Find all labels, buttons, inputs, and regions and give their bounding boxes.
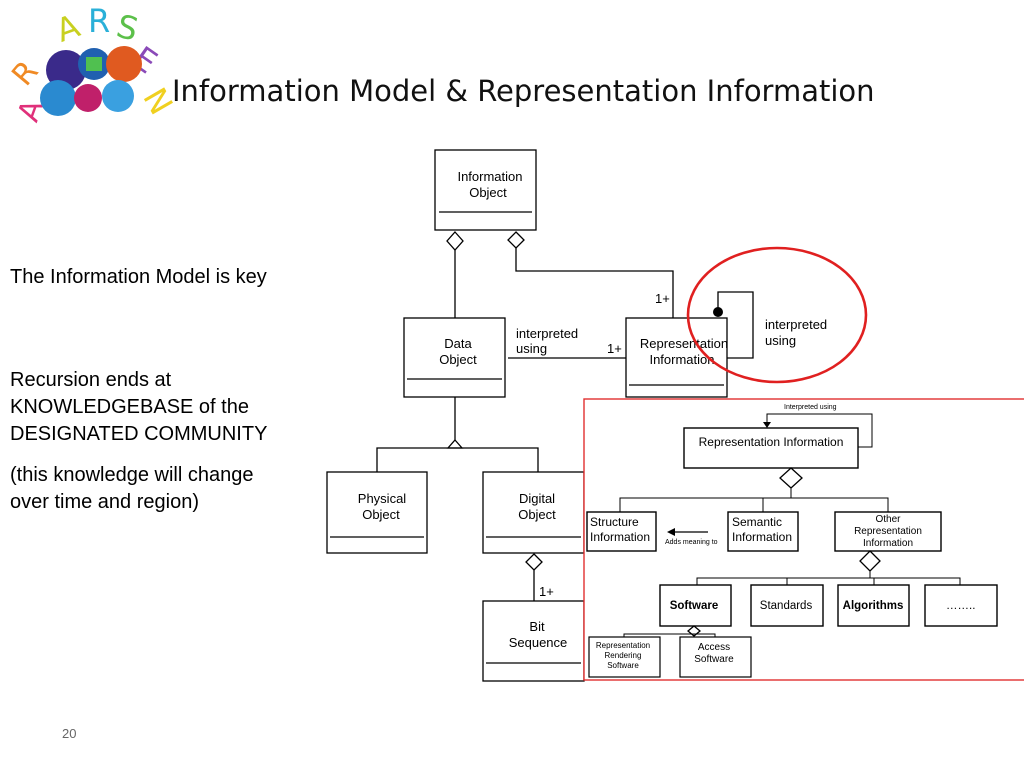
info-object-label-1: Information: [457, 169, 522, 184]
interpreted-using-self-2: using: [765, 333, 796, 348]
physical-object-box: Physical Object: [326, 471, 428, 554]
multiplicity-bits: 1+: [539, 584, 554, 599]
bit-sequence-box: Bit Sequence: [482, 600, 585, 682]
interpreted-using-self-1: interpreted: [765, 317, 827, 332]
change-line-1: (this knowledge will change: [10, 464, 254, 486]
other-rep-label-1: Other: [875, 514, 901, 525]
key-statement: The Information Model is key: [10, 266, 267, 288]
highlight-circle: [686, 246, 868, 384]
aggregation-diamond: [446, 231, 464, 251]
semantic-info-label-2: Information: [732, 530, 792, 544]
logo-letter-r2: R: [88, 2, 110, 40]
bit-sequence-label-1: Bit: [529, 619, 545, 634]
data-object-label-1: Data: [444, 336, 472, 351]
recursion-line-3: DESIGNATED COMMUNITY: [10, 423, 268, 445]
rep-rendering-label-1: Representation: [596, 641, 650, 650]
detail-interpreted-using-label: Interpreted using: [784, 404, 837, 411]
data-object-box: Data Object: [403, 317, 506, 398]
multiplicity-info-rep: 1+: [655, 291, 670, 306]
aggregation-diamond: [525, 553, 543, 571]
logo-puzzle-piece: [74, 84, 102, 112]
other-rep-label-2: Representation: [854, 526, 922, 537]
generalization-arrow: [446, 439, 464, 449]
detail-rep-info-label: Representation Information: [699, 435, 844, 449]
slide-title: Information Model & Representation Infor…: [172, 74, 875, 108]
logo-puzzle-piece: [40, 80, 76, 116]
bit-sequence-label-2: Sequence: [509, 635, 568, 650]
ellipsis-label: ……..: [946, 600, 975, 612]
interpreted-using-link-1: interpreted: [516, 326, 578, 341]
detail-diagram-panel: Interpreted using Representation Informa…: [583, 398, 1024, 681]
recursion-text: Recursion ends at KNOWLEDGEBASE of the D…: [10, 367, 267, 448]
physical-object-label-1: Physical: [358, 491, 407, 506]
representation-information-box: Representation Information: [625, 317, 728, 398]
rep-rendering-label-3: Software: [607, 661, 639, 670]
info-object-label-2: Object: [469, 185, 507, 200]
multiplicity-data-rep: 1+: [607, 341, 622, 356]
access-software-label-1: Access: [698, 642, 730, 653]
rep-info-label-1: Representation: [640, 336, 728, 351]
software-label: Software: [670, 600, 719, 612]
adds-meaning-label: Adds meaning to: [665, 539, 718, 546]
access-software-label-2: Software: [694, 654, 734, 665]
arrow-head: [667, 528, 675, 536]
arsenz-logo: A R A R S E N: [6, 2, 176, 126]
change-line-2: over time and region): [10, 491, 199, 513]
digital-object-label-1: Digital: [519, 491, 555, 506]
digital-object-box: Digital Object: [482, 471, 585, 554]
logo-puzzle-piece: [46, 50, 86, 90]
structure-info-label-2: Information: [590, 530, 650, 544]
algorithms-label: Algorithms: [843, 600, 904, 612]
arrow-head: [763, 422, 771, 428]
aggregation-diamond: [507, 231, 525, 249]
interpreted-using-link-2: using: [516, 341, 547, 356]
change-text: (this knowledge will change over time an…: [10, 462, 253, 516]
recursion-line-1: Recursion ends at: [10, 369, 172, 391]
page-number: 20: [62, 726, 77, 741]
logo-puzzle-piece: [86, 57, 102, 71]
standards-label: Standards: [760, 600, 813, 612]
information-object-box: Information Object: [434, 149, 537, 231]
rep-rendering-label-2: Rendering: [605, 651, 642, 660]
semantic-info-label-1: Semantic: [732, 515, 782, 529]
logo-puzzle-piece: [106, 46, 142, 82]
structure-info-label-1: Structure: [590, 515, 639, 529]
logo-puzzle-piece: [102, 80, 134, 112]
association-dot: [713, 307, 723, 317]
rep-info-label-2: Information: [649, 352, 714, 367]
physical-object-label-2: Object: [362, 507, 400, 522]
data-object-label-2: Object: [439, 352, 477, 367]
digital-object-label-2: Object: [518, 507, 556, 522]
recursion-line-2: KNOWLEDGEBASE of the: [10, 396, 249, 418]
other-rep-label-3: Information: [863, 538, 913, 549]
